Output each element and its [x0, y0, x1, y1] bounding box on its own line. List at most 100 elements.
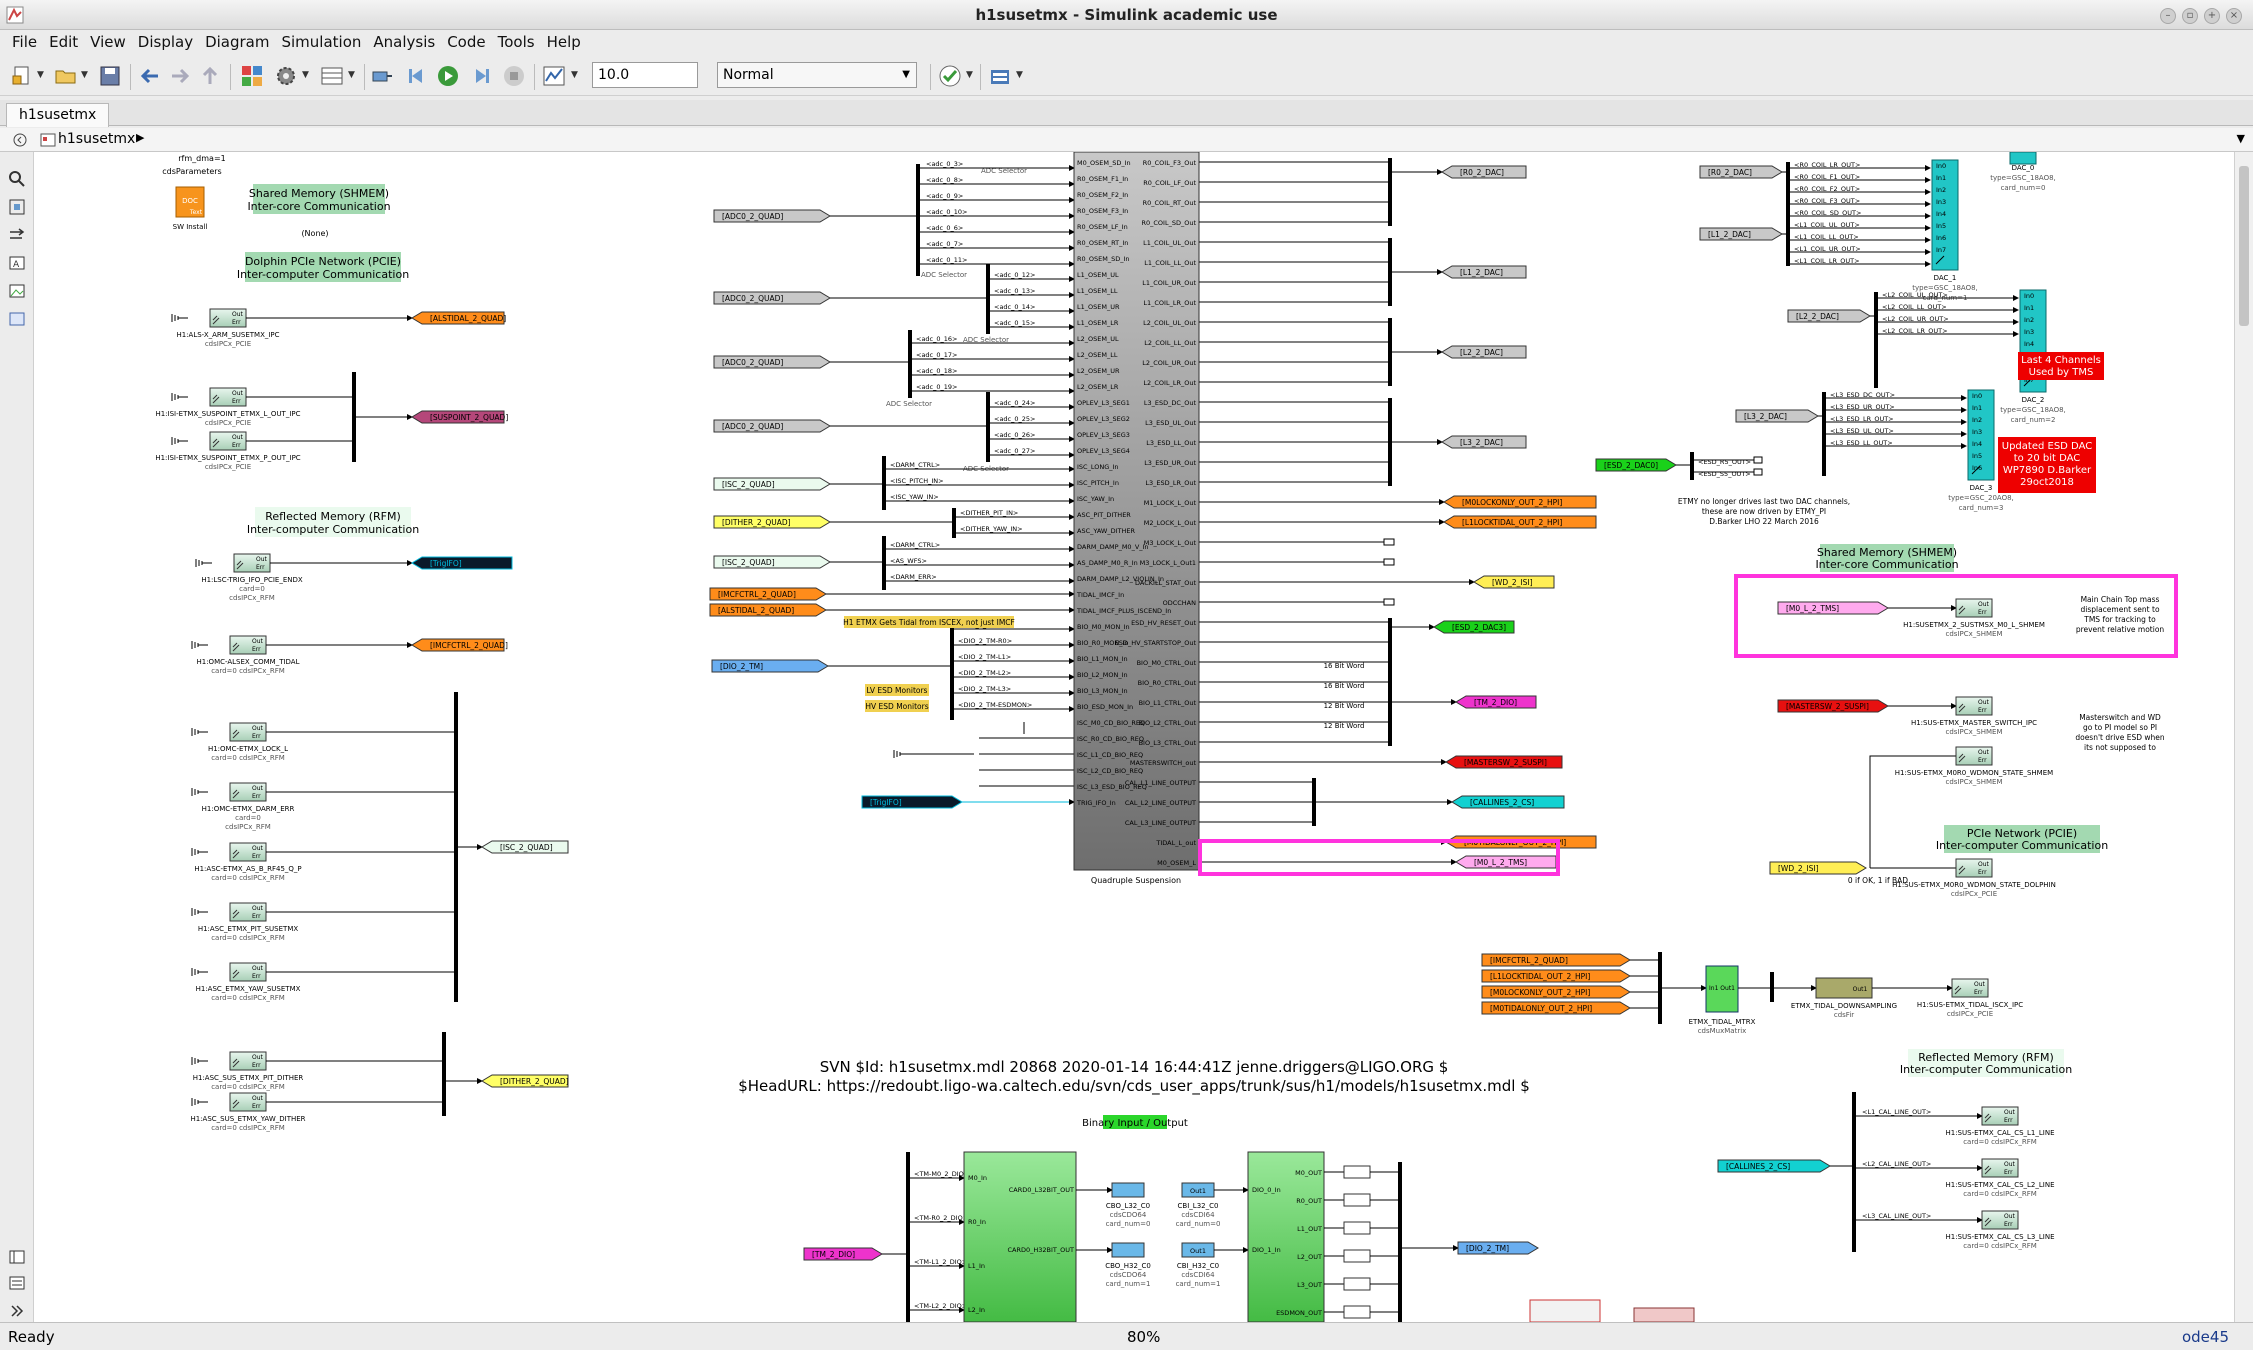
maximize-button[interactable]: + [2204, 8, 2220, 24]
save-button[interactable] [98, 64, 122, 88]
from-isc-1[interactable]: [ISC_2_QUAD] [713, 477, 831, 491]
image-button[interactable] [8, 282, 26, 300]
from-m0-l-tms[interactable]: [M0_L_2_TMS] [1777, 601, 1889, 615]
ipc-master-switch[interactable]: OutErrH1:SUS-ETMX_MASTER_SWITCH_IPCcdsIP… [1911, 696, 2037, 736]
hide-browser-icon[interactable] [12, 132, 28, 148]
from-adc0-c[interactable]: [ADC0_2_QUAD] [713, 355, 831, 369]
menu-diagram[interactable]: Diagram [205, 33, 270, 51]
area-button[interactable] [8, 310, 26, 328]
from-trigifo[interactable]: [TrigIFO] [861, 795, 963, 809]
ipc-omc-darm[interactable]: OutErrH1:OMC-ETMX_DARM_ERRcard=0cdsIPCx_… [202, 782, 295, 831]
menu-edit[interactable]: Edit [49, 33, 79, 51]
goto-r0-dac[interactable]: [R0_2_DAC] [1441, 165, 1527, 179]
model-advisor-button[interactable] [938, 64, 962, 88]
goto-imcfctrl[interactable]: [IMCFCTRL_2_QUAD] [411, 638, 508, 652]
chevron-down-icon[interactable]: ▼ [1016, 70, 1023, 80]
open-button[interactable] [54, 64, 78, 88]
from-alstidal[interactable]: [ALSTIDAL_2_QUAD] [709, 603, 827, 617]
breadcrumb-arrow-icon[interactable]: ▶ [136, 131, 145, 144]
stop-button[interactable] [502, 64, 526, 88]
chevron-down-icon[interactable]: ▼ [348, 70, 355, 80]
ipc-suspoint-p[interactable]: OutErrH1:ISI-ETMX_SUSPOINT_ETMX_P_OUT_IP… [155, 431, 301, 471]
ipc-wd-dolphin[interactable]: OutErrH1:SUS-ETMX_M0R0_WDMON_STATE_DOLPH… [1892, 858, 2056, 898]
goto-l3-dac[interactable]: [L3_2_DAC] [1441, 435, 1527, 449]
dac3-block[interactable] [1967, 389, 1995, 481]
annotation-button[interactable]: A [8, 254, 26, 272]
menu-view[interactable]: View [90, 33, 126, 51]
menu-simulation[interactable]: Simulation [281, 33, 362, 51]
goto-l1locktidal[interactable]: [L1LOCKTIDAL_OUT_2_HPI] [1443, 515, 1597, 529]
goto-suspoint[interactable]: [SUSPOINT_2_QUAD] [411, 410, 508, 424]
from-callines[interactable]: [CALLINES_2_CS] [1717, 1159, 1831, 1173]
goto-wd-isi[interactable]: [WD_2_ISI] [1473, 575, 1555, 589]
model-browser-button[interactable] [8, 1248, 26, 1266]
logic-analyzer-button[interactable] [988, 64, 1012, 88]
menu-analysis[interactable]: Analysis [373, 33, 436, 51]
quad-suspension-block[interactable]: M0_OSEM_SD_InR0_OSEM_F1_InR0_OSEM_F2_InR… [1073, 152, 1200, 885]
simulink-diagram[interactable]: rfm_dma=1 cdsParameters DOC Text SW Inst… [34, 152, 2234, 1322]
ipc-trig-ifo[interactable]: OutErrH1:LSC-TRIG_IFO_PCIE_ENDXcard=0cds… [201, 553, 303, 602]
property-inspector-button[interactable] [8, 1274, 26, 1292]
simulation-mode-select[interactable]: Normal▼ [717, 62, 917, 88]
goto-m0lockonly[interactable]: [M0LOCKONLY_OUT_2_HPI] [1443, 495, 1597, 509]
from-l1-dac[interactable]: [L1_2_DAC] [1699, 227, 1783, 241]
goto-l1-dac[interactable]: [L1_2_DAC] [1441, 265, 1527, 279]
tab-h1susetmx[interactable]: h1susetmx [6, 103, 110, 127]
forward-button[interactable] [168, 64, 192, 88]
stop-time-input[interactable]: 10.0 [592, 62, 698, 88]
step-forward-button[interactable] [470, 64, 494, 88]
dac1-block[interactable] [1931, 159, 1959, 271]
chevron-down-icon[interactable]: ▼ [302, 70, 309, 80]
library-browser-button[interactable] [240, 64, 264, 88]
from-tidal-1[interactable]: [L1LOCKTIDAL_OUT_2_HPI] [1481, 969, 1631, 983]
ipc-als-arm[interactable]: OutErrH1:ALS-X_ARM_SUSETMX_IPCcdsIPCx_PC… [176, 308, 280, 348]
bio-out-block[interactable] [963, 1151, 1077, 1322]
dac3-block-from[interactable]: [L3_2_DAC] [1735, 409, 1819, 423]
scrollbar-thumb[interactable] [2239, 166, 2249, 326]
from-dither[interactable]: [DITHER_2_QUAD] [713, 515, 831, 529]
chevron-down-icon[interactable]: ▼ [37, 70, 44, 80]
chevron-down-icon[interactable]: ▼ [81, 70, 88, 80]
goto-dither[interactable]: [DITHER_2_QUAD] [481, 1074, 569, 1088]
from-esd-dac0[interactable]: [ESD_2_DAC0] [1595, 458, 1677, 472]
from-dio[interactable]: [DIO_2_TM] [711, 659, 829, 673]
menu-tools[interactable]: Tools [497, 33, 535, 51]
from-wd-isi[interactable]: [WD_2_ISI] [1769, 861, 1867, 875]
close-button[interactable]: × [2226, 8, 2242, 24]
expand-button[interactable] [8, 1302, 26, 1320]
partial-block[interactable] [1633, 1307, 1695, 1322]
goto-l2-dac[interactable]: [L2_2_DAC] [1441, 345, 1527, 359]
goto-dio-tm[interactable]: [DIO_2_TM] [1457, 1241, 1539, 1255]
goto-m0-l-tms[interactable]: [M0_L_2_TMS] [1455, 855, 1557, 869]
tidal-mtrx-block[interactable] [1705, 965, 1739, 1013]
solver-name[interactable]: ode45 [2181, 1328, 2229, 1346]
dac0-block[interactable] [2009, 152, 2037, 165]
new-model-button[interactable] [10, 64, 34, 88]
restore-button[interactable]: ▫ [2182, 8, 2198, 24]
breadcrumb[interactable]: h1susetmx [58, 131, 136, 147]
chevron-down-icon[interactable]: ▼ [2236, 132, 2245, 145]
chevron-down-icon[interactable]: ▼ [571, 70, 578, 80]
ipc-tidal-iscx[interactable]: OutErrH1:SUS-ETMX_TIDAL_ISCX_IPCcdsIPCx_… [1917, 978, 2023, 1018]
from-adc0-b[interactable]: [ADC0_2_QUAD] [713, 291, 831, 305]
menu-code[interactable]: Code [447, 33, 486, 51]
chevron-down-icon[interactable]: ▼ [966, 70, 973, 80]
from-imcfctrl[interactable]: [IMCFCTRL_2_QUAD] [709, 587, 827, 601]
ipc-suspoint-l[interactable]: OutErrH1:ISI-ETMX_SUSPOINT_ETMX_L_OUT_IP… [155, 387, 301, 427]
fit-view-button[interactable] [8, 198, 26, 216]
data-inspector-button[interactable] [542, 64, 566, 88]
ipc-wd-shmem[interactable]: OutErrH1:SUS-ETMX_M0R0_WDMON_STATE_SHMEM… [1895, 746, 2053, 786]
goto-masterswitch[interactable]: [MASTERSW_2_SUSPI] [1445, 755, 1563, 769]
from-tidal-3[interactable]: [M0TIDALONLY_OUT_2_HPI] [1481, 1001, 1631, 1015]
dac2-block-from[interactable]: [L2_2_DAC] [1787, 309, 1871, 323]
cdo-l32-block[interactable] [1111, 1182, 1145, 1198]
menu-display[interactable]: Display [137, 33, 194, 51]
from-adc0-a[interactable]: [ADC0_2_QUAD] [713, 209, 831, 223]
